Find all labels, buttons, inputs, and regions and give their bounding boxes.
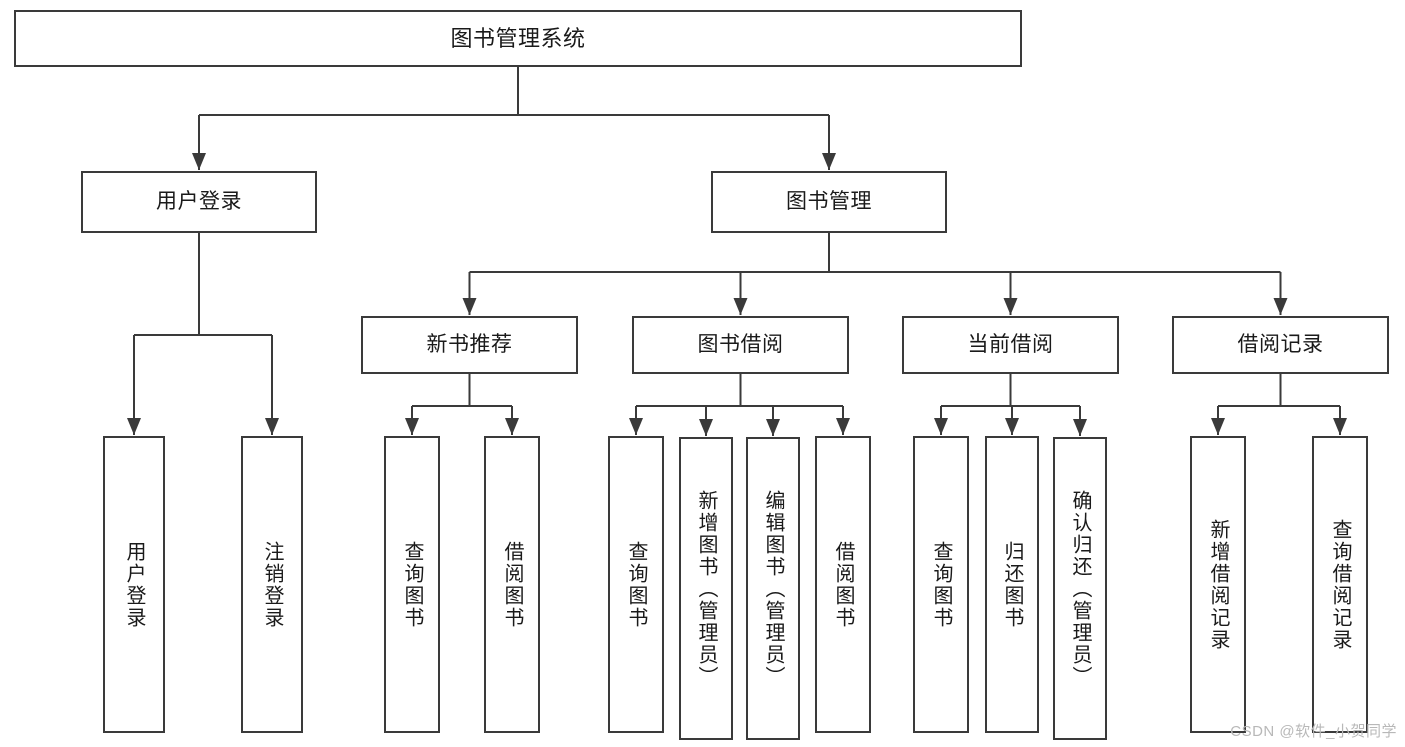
arrow-head-icon-leaf-return-book <box>1005 418 1019 435</box>
node-label: 新书推荐 <box>426 332 513 356</box>
node-leaf-confirm-return[interactable]: 确认归还（管理员） <box>1053 437 1107 740</box>
arrow-head-icon-leaf-edit-book <box>766 419 780 436</box>
node-label: 用户登录 <box>123 540 145 629</box>
arrow-head-icon-borrow-record <box>1273 298 1288 315</box>
node-current-borrow[interactable]: 当前借阅 <box>902 316 1119 374</box>
arrow-head-icon-leaf-user-login <box>127 418 141 435</box>
arrow-head-icon-leaf-query-book-1 <box>405 418 419 435</box>
node-leaf-borrow-book-1[interactable]: 借阅图书 <box>484 436 540 733</box>
node-label: 图书管理系统 <box>450 25 586 51</box>
node-label: 借阅图书 <box>832 540 854 629</box>
node-label: 新增图书（管理员） <box>695 489 717 688</box>
node-leaf-query-book-3[interactable]: 查询图书 <box>913 436 969 733</box>
node-leaf-add-book[interactable]: 新增图书（管理员） <box>679 437 733 740</box>
arrow-head-icon-leaf-confirm-return <box>1073 419 1087 436</box>
arrow-head-icon-book-borrow <box>733 298 748 315</box>
node-leaf-edit-book[interactable]: 编辑图书（管理员） <box>746 437 800 740</box>
node-book-borrow[interactable]: 图书借阅 <box>632 316 849 374</box>
node-label: 查询图书 <box>930 540 952 629</box>
node-label: 图书管理 <box>786 189 872 213</box>
node-label: 当前借阅 <box>967 332 1054 356</box>
node-leaf-borrow-book-2[interactable]: 借阅图书 <box>815 436 871 733</box>
arrow-head-icon-leaf-logout <box>265 418 279 435</box>
node-label: 图书借阅 <box>697 332 784 356</box>
node-label: 借阅图书 <box>501 540 523 629</box>
node-leaf-user-login[interactable]: 用户登录 <box>103 436 165 733</box>
node-label: 确认归还（管理员） <box>1069 489 1091 688</box>
node-user-login[interactable]: 用户登录 <box>81 171 317 233</box>
arrow-head-icon-current-borrow <box>1003 298 1018 315</box>
arrow-head-icon-leaf-borrow-book-1 <box>505 418 519 435</box>
node-leaf-add-record[interactable]: 新增借阅记录 <box>1190 436 1246 733</box>
arrow-head-icon-user-login <box>192 153 206 170</box>
arrow-head-icon-leaf-add-record <box>1211 418 1225 435</box>
arrow-head-icon-leaf-add-book <box>699 419 713 436</box>
node-leaf-query-book-1[interactable]: 查询图书 <box>384 436 440 733</box>
node-book-manage[interactable]: 图书管理 <box>711 171 947 233</box>
node-label: 借阅记录 <box>1237 332 1324 356</box>
node-label: 查询图书 <box>625 540 647 629</box>
node-leaf-return-book[interactable]: 归还图书 <box>985 436 1039 733</box>
node-label: 注销登录 <box>261 540 283 629</box>
node-label: 编辑图书（管理员） <box>762 489 784 688</box>
arrow-head-icon-leaf-query-book-2 <box>629 418 643 435</box>
arrow-head-icon-new-book-rec <box>462 298 477 315</box>
node-root[interactable]: 图书管理系统 <box>14 10 1022 67</box>
arrow-head-icon-leaf-query-book-3 <box>934 418 948 435</box>
node-new-book-rec[interactable]: 新书推荐 <box>361 316 578 374</box>
node-label: 归还图书 <box>1001 540 1023 629</box>
node-label: 查询借阅记录 <box>1329 518 1351 651</box>
node-leaf-query-book-2[interactable]: 查询图书 <box>608 436 664 733</box>
arrow-head-icon-leaf-borrow-book-2 <box>836 418 850 435</box>
node-leaf-query-record[interactable]: 查询借阅记录 <box>1312 436 1368 733</box>
node-label: 用户登录 <box>156 189 242 213</box>
node-borrow-record[interactable]: 借阅记录 <box>1172 316 1389 374</box>
node-label: 查询图书 <box>401 540 423 629</box>
arrow-head-icon-leaf-query-record <box>1333 418 1347 435</box>
arrow-head-icon-book-manage <box>822 153 836 170</box>
node-label: 新增借阅记录 <box>1207 518 1229 651</box>
node-leaf-logout[interactable]: 注销登录 <box>241 436 303 733</box>
